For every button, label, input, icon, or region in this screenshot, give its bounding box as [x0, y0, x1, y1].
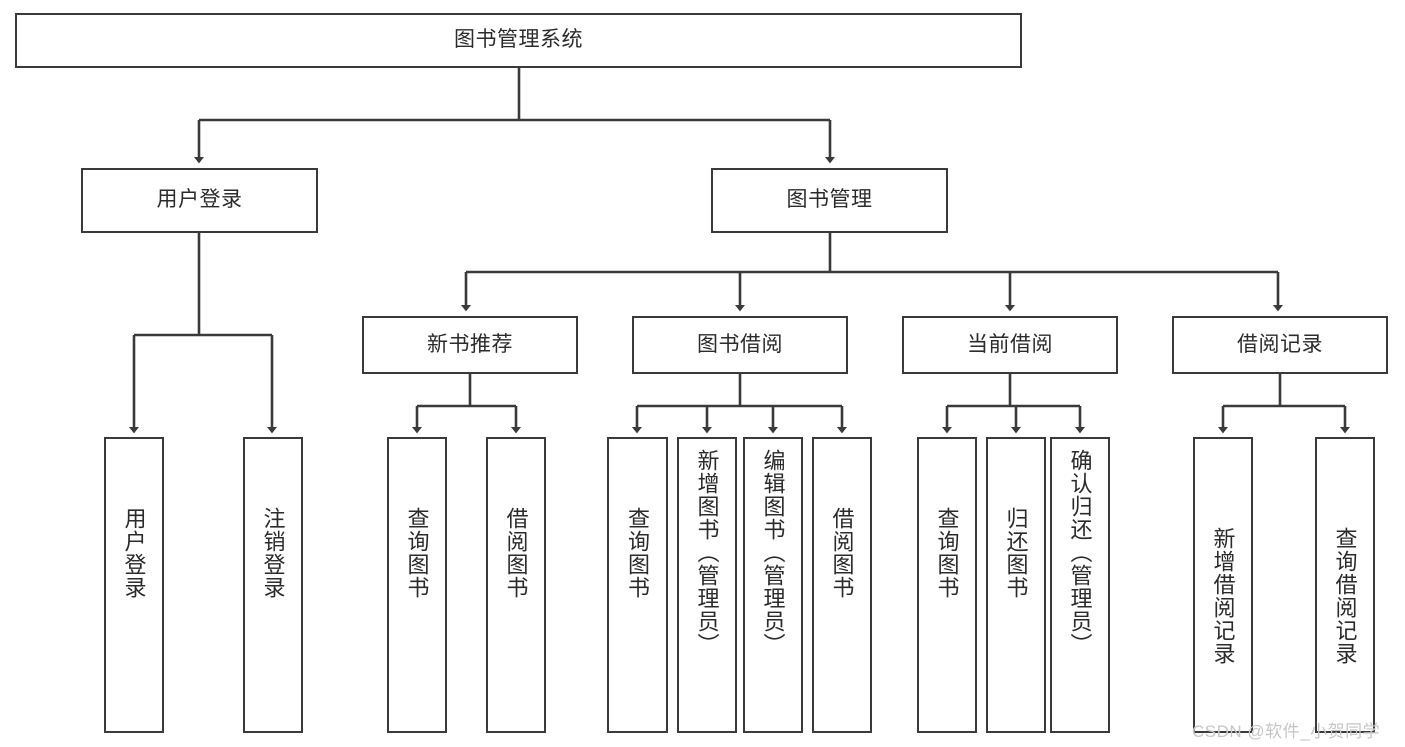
node-label: 确认归还（管理员）: [1067, 449, 1093, 656]
leaf-add-borrow-record[interactable]: 新增借阅记录: [1193, 437, 1253, 733]
node-book-borrow[interactable]: 图书借阅: [632, 316, 848, 374]
node-label: 查询借阅记录: [1332, 527, 1358, 665]
node-label: 注销登录: [260, 507, 286, 599]
leaf-edit-book-admin[interactable]: 编辑图书（管理员）: [743, 437, 803, 733]
node-label: 新增图书（管理员）: [694, 449, 720, 656]
node-label: 借阅图书: [503, 507, 529, 599]
node-label: 用户登录: [156, 188, 243, 212]
node-label: 借阅图书: [829, 507, 855, 599]
node-label: 当前借阅: [967, 332, 1053, 356]
leaf-add-book-admin[interactable]: 新增图书（管理员）: [677, 437, 737, 733]
leaf-query-book-rec[interactable]: 查询图书: [387, 437, 447, 733]
node-label: 归还图书: [1003, 507, 1029, 599]
node-label: 新增借阅记录: [1210, 527, 1236, 665]
node-label: 编辑图书（管理员）: [760, 449, 786, 656]
node-borrow-record[interactable]: 借阅记录: [1172, 316, 1388, 374]
leaf-query-borrow-record[interactable]: 查询借阅记录: [1315, 437, 1375, 733]
node-label: 查询图书: [404, 507, 430, 599]
csdn-watermark: CSDN @软件_小贺同学: [1192, 722, 1381, 741]
leaf-user-login[interactable]: 用户登录: [104, 437, 164, 733]
leaf-borrow-book-borrow[interactable]: 借阅图书: [812, 437, 872, 733]
leaf-logout-login[interactable]: 注销登录: [243, 437, 303, 733]
leaf-confirm-return-admin[interactable]: 确认归还（管理员）: [1050, 437, 1110, 733]
node-label: 图书借阅: [697, 332, 783, 356]
node-label: 图书管理: [786, 188, 873, 212]
leaf-return-book[interactable]: 归还图书: [986, 437, 1046, 733]
node-label: 新书推荐: [427, 332, 513, 356]
leaf-query-book-borrow[interactable]: 查询图书: [607, 437, 668, 733]
node-root-book-management-system[interactable]: 图书管理系统: [15, 13, 1022, 68]
node-current-borrow[interactable]: 当前借阅: [902, 316, 1118, 374]
node-book-management[interactable]: 图书管理: [711, 168, 948, 233]
node-label: 查询图书: [625, 507, 651, 599]
node-user-login[interactable]: 用户登录: [81, 168, 318, 233]
node-label: 图书管理系统: [454, 28, 583, 52]
node-label: 用户登录: [121, 507, 147, 599]
node-label: 查询图书: [934, 507, 960, 599]
leaf-query-book-current[interactable]: 查询图书: [917, 437, 977, 733]
node-new-book-recommend[interactable]: 新书推荐: [362, 316, 578, 374]
leaf-borrow-book-rec[interactable]: 借阅图书: [486, 437, 546, 733]
node-label: 借阅记录: [1237, 332, 1323, 356]
